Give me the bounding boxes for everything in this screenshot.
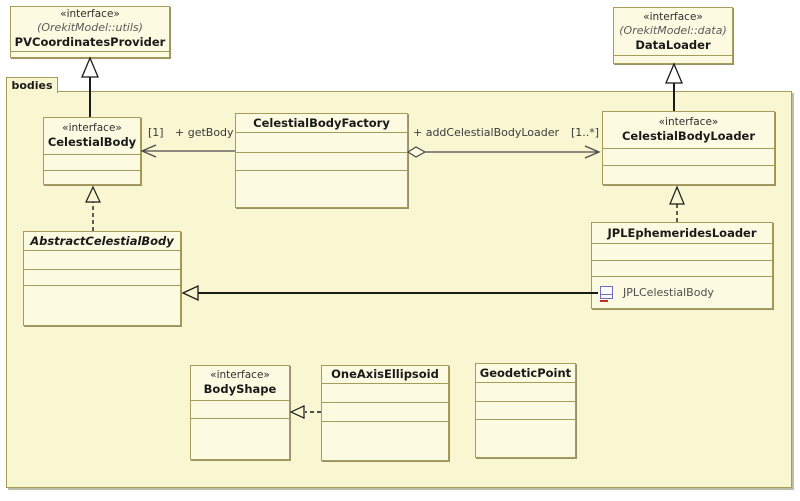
- getbody-multiplicity-label: [1]: [148, 126, 164, 139]
- operations-compartment: [476, 401, 575, 419]
- class-celestialbody: «interface» CelestialBody: [43, 117, 141, 185]
- class-name: GeodeticPoint: [479, 365, 572, 380]
- class-name: CelestialBody: [47, 135, 137, 149]
- attributes-compartment: [603, 148, 774, 165]
- operations-compartment: [191, 418, 289, 459]
- operations-compartment: [592, 260, 772, 276]
- class-pvcoordinatesprovider: «interface» (OrekitModel::utils) PVCoord…: [10, 6, 170, 58]
- nested-class-icon-line: [601, 294, 612, 295]
- operations-compartment: [322, 402, 448, 421]
- class-bodyshape: «interface» BodyShape: [190, 365, 290, 460]
- class-name: BodyShape: [203, 382, 277, 396]
- generalization-arrowhead: [81, 56, 99, 78]
- nested-class-name: JPLCelestialBody: [623, 286, 714, 299]
- class-header: «interface» CelestialBody: [44, 118, 140, 154]
- stereotype-label: «interface»: [62, 122, 122, 134]
- class-name: OneAxisEllipsoid: [331, 367, 439, 381]
- class-name: CelestialBodyFactory: [253, 115, 390, 130]
- class-header: «interface» BodyShape: [191, 366, 289, 400]
- generalization-arrowhead: [665, 62, 683, 84]
- class-header: OneAxisEllipsoid: [322, 366, 448, 383]
- class-header: GeodeticPoint: [476, 364, 575, 382]
- class-geodeticpoint: GeodeticPoint: [475, 363, 576, 458]
- stereotype-label: «interface»: [210, 369, 270, 381]
- class-oneaxisellipsoid: OneAxisEllipsoid: [321, 365, 449, 461]
- attributes-compartment: [476, 382, 575, 401]
- class-header: «interface» (OrekitModel::data) DataLoad…: [614, 8, 732, 55]
- stereotype-label: «interface»: [658, 116, 719, 128]
- class-header: CelestialBodyFactory: [236, 114, 407, 132]
- package-label: bodies: [11, 79, 53, 92]
- extra-compartment: [24, 285, 180, 325]
- extra-compartment: [322, 421, 448, 460]
- class-abstractcelestialbody: AbstractCelestialBody: [23, 231, 181, 326]
- nested-class-icon: [600, 286, 613, 302]
- operations-compartment: [603, 165, 774, 184]
- attributes-compartment: [236, 132, 407, 152]
- attributes-compartment: [592, 243, 772, 260]
- class-name: PVCoordinatesProvider: [14, 35, 166, 49]
- operations-compartment: [24, 269, 180, 285]
- addloader-multiplicity-label: [1..*]: [571, 126, 600, 139]
- nested-class-icon-red-mark: [600, 300, 608, 302]
- stereotype-label: «interface»: [643, 10, 703, 23]
- class-celestialbodyloader: «interface» CelestialBodyLoader: [602, 111, 775, 185]
- namespace-label: (OrekitModel::utils): [37, 21, 143, 34]
- attributes-compartment: [322, 383, 448, 402]
- stereotype-label: «interface»: [60, 8, 120, 20]
- namespace-label: (OrekitModel::data): [619, 23, 727, 37]
- getbody-role-label: + getBody: [175, 126, 234, 139]
- class-celestialbodyfactory: CelestialBodyFactory: [235, 113, 408, 208]
- empty-compartment: [614, 55, 732, 63]
- attributes-compartment: [191, 400, 289, 418]
- class-name: AbstractCelestialBody: [30, 233, 174, 248]
- class-header: «interface» (OrekitModel::utils) PVCoord…: [11, 7, 169, 51]
- addloader-role-label: + addCelestialBodyLoader: [413, 126, 560, 139]
- class-name: DataLoader: [635, 37, 711, 52]
- class-header: «interface» CelestialBodyLoader: [603, 112, 774, 148]
- class-header: AbstractCelestialBody: [24, 232, 180, 250]
- class-dataloader: «interface» (OrekitModel::data) DataLoad…: [613, 7, 733, 64]
- operations-compartment: [236, 152, 407, 170]
- class-name: JPLEphemeridesLoader: [607, 225, 757, 240]
- empty-compartment: [11, 51, 169, 57]
- class-name: CelestialBodyLoader: [621, 129, 756, 143]
- class-header: JPLEphemeridesLoader: [592, 223, 772, 243]
- class-jplephemeridesloader: JPLEphemeridesLoader JPLCelestialBody: [591, 222, 773, 309]
- attributes-compartment: [24, 250, 180, 269]
- package-bodies-tab: bodies: [6, 77, 58, 93]
- extra-compartment: [236, 170, 407, 207]
- extra-compartment: [476, 419, 575, 457]
- attributes-compartment: [44, 154, 140, 170]
- nested-class-compartment: JPLCelestialBody: [592, 276, 772, 308]
- operations-compartment: [44, 170, 140, 184]
